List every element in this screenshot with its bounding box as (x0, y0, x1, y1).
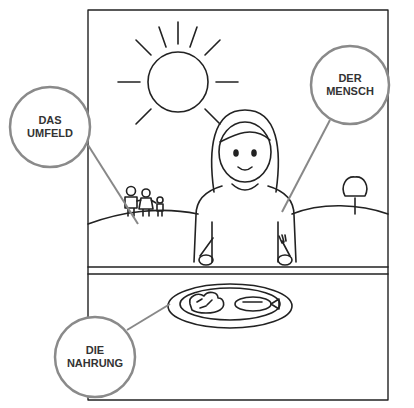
callout-circle: DER MENSCH (309, 44, 391, 126)
circle-shape (55, 317, 135, 397)
tree-crown (343, 177, 367, 196)
circle-shape (10, 87, 90, 167)
leader-line (282, 120, 330, 212)
plate-rim (180, 288, 280, 320)
circle-body: DER MENSCH (309, 44, 391, 126)
callout-circle: DAS UMFELD (8, 85, 92, 169)
fork (279, 235, 290, 256)
hand (199, 255, 213, 265)
callout-circle: DIE NAHRUNG (53, 315, 137, 399)
collar (232, 184, 258, 190)
knife (200, 238, 213, 256)
callout-label: DAS UMFELD (20, 114, 80, 139)
person-body (137, 198, 156, 216)
fish-detail (243, 299, 279, 309)
arm (212, 222, 278, 262)
face (219, 122, 271, 182)
hair (212, 110, 279, 192)
mouth (238, 167, 252, 170)
hill (292, 206, 388, 214)
person-head (127, 187, 136, 196)
leader-lines (88, 120, 330, 330)
shirt (194, 186, 296, 262)
circle-shape (311, 46, 389, 124)
circle-body: DIE NAHRUNG (53, 315, 137, 399)
callout-label: DIE NAHRUNG (65, 344, 125, 369)
table (88, 267, 388, 274)
sun-rays (118, 22, 238, 124)
salad (190, 292, 224, 313)
eye (252, 150, 256, 156)
sun (148, 52, 208, 112)
person-head (157, 197, 163, 203)
circle-body: DAS UMFELD (8, 85, 92, 169)
callout-label: DER MENSCH (321, 72, 380, 97)
tree-trunk (354, 198, 356, 214)
eye (234, 150, 238, 156)
leader-line (88, 145, 138, 224)
fringe (220, 132, 270, 142)
leader-line (127, 304, 170, 330)
salad-leaves (197, 299, 212, 308)
person-body (157, 204, 163, 216)
plate (168, 284, 292, 328)
person-head (142, 189, 150, 197)
fish (235, 297, 271, 311)
